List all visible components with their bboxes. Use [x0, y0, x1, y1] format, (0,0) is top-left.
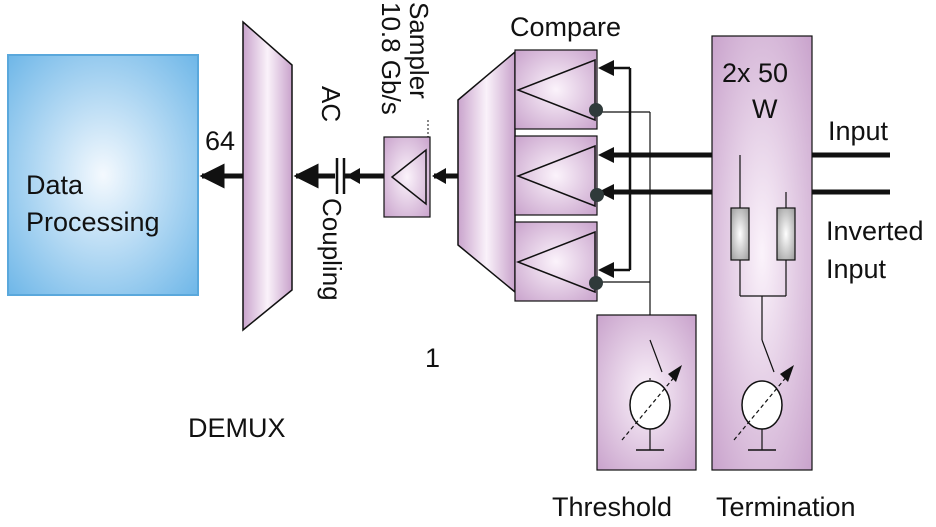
comparator-mux	[457, 50, 516, 294]
termination-adjust-arrow	[733, 374, 789, 441]
termination-source-icon	[741, 380, 783, 430]
node-dot-2	[590, 188, 604, 202]
comparator-1-triangle	[515, 58, 596, 122]
data-processing-block	[7, 54, 199, 296]
comparator-3	[514, 221, 598, 302]
comp3-in-a-head	[598, 262, 614, 278]
data-processing-label-line2: Processing	[26, 207, 160, 237]
demux-block	[242, 20, 293, 332]
inverted-input-label-line2: Input	[826, 254, 887, 284]
threshold-adjust-arrowhead	[668, 365, 682, 382]
data-processing-label-line1: Data	[26, 170, 84, 200]
capacitor	[336, 158, 345, 194]
input-label: Input	[828, 116, 889, 146]
termination-label: Termination	[716, 492, 856, 522]
term-switch	[761, 339, 775, 373]
node-dot-1	[589, 103, 603, 117]
mux-to-sampler-arrowhead	[432, 168, 446, 184]
coupling-label: Coupling	[317, 198, 347, 301]
threshold-label: Threshold	[552, 492, 672, 522]
sampler-arrowhead	[346, 168, 360, 184]
comp2-in-b-head	[598, 184, 614, 200]
threshold-source-icon	[629, 380, 671, 430]
threshold-adjust-arrow	[621, 374, 677, 441]
sampler-label: Sampler	[404, 2, 434, 99]
compare-label: Compare	[510, 12, 621, 42]
comp2-in-a-head	[598, 147, 614, 163]
comparator-2-triangle	[515, 144, 596, 208]
term-resistor-2	[776, 207, 796, 261]
comp1-in-a-head	[598, 60, 614, 76]
node-dot-3	[589, 276, 603, 290]
bus-width-label: 64	[205, 126, 235, 156]
term-resistor-1	[730, 207, 750, 261]
inverted-input-label-line1: Inverted	[826, 216, 924, 246]
comparator-3-triangle	[515, 230, 596, 294]
sampler-triangle	[390, 148, 427, 206]
ac-label: AC	[316, 86, 346, 122]
threshold-switch	[649, 339, 663, 373]
termination-value-line1: 2x 50	[722, 58, 788, 88]
demux-label: DEMUX	[188, 413, 286, 443]
termination-value-line2: W	[752, 94, 778, 124]
one-label: 1	[425, 343, 440, 373]
comparator-2	[514, 135, 598, 216]
rate-label: 10.8 Gb/s	[376, 2, 406, 115]
termination-adjust-arrowhead	[780, 365, 794, 382]
comparator-1	[514, 49, 598, 130]
